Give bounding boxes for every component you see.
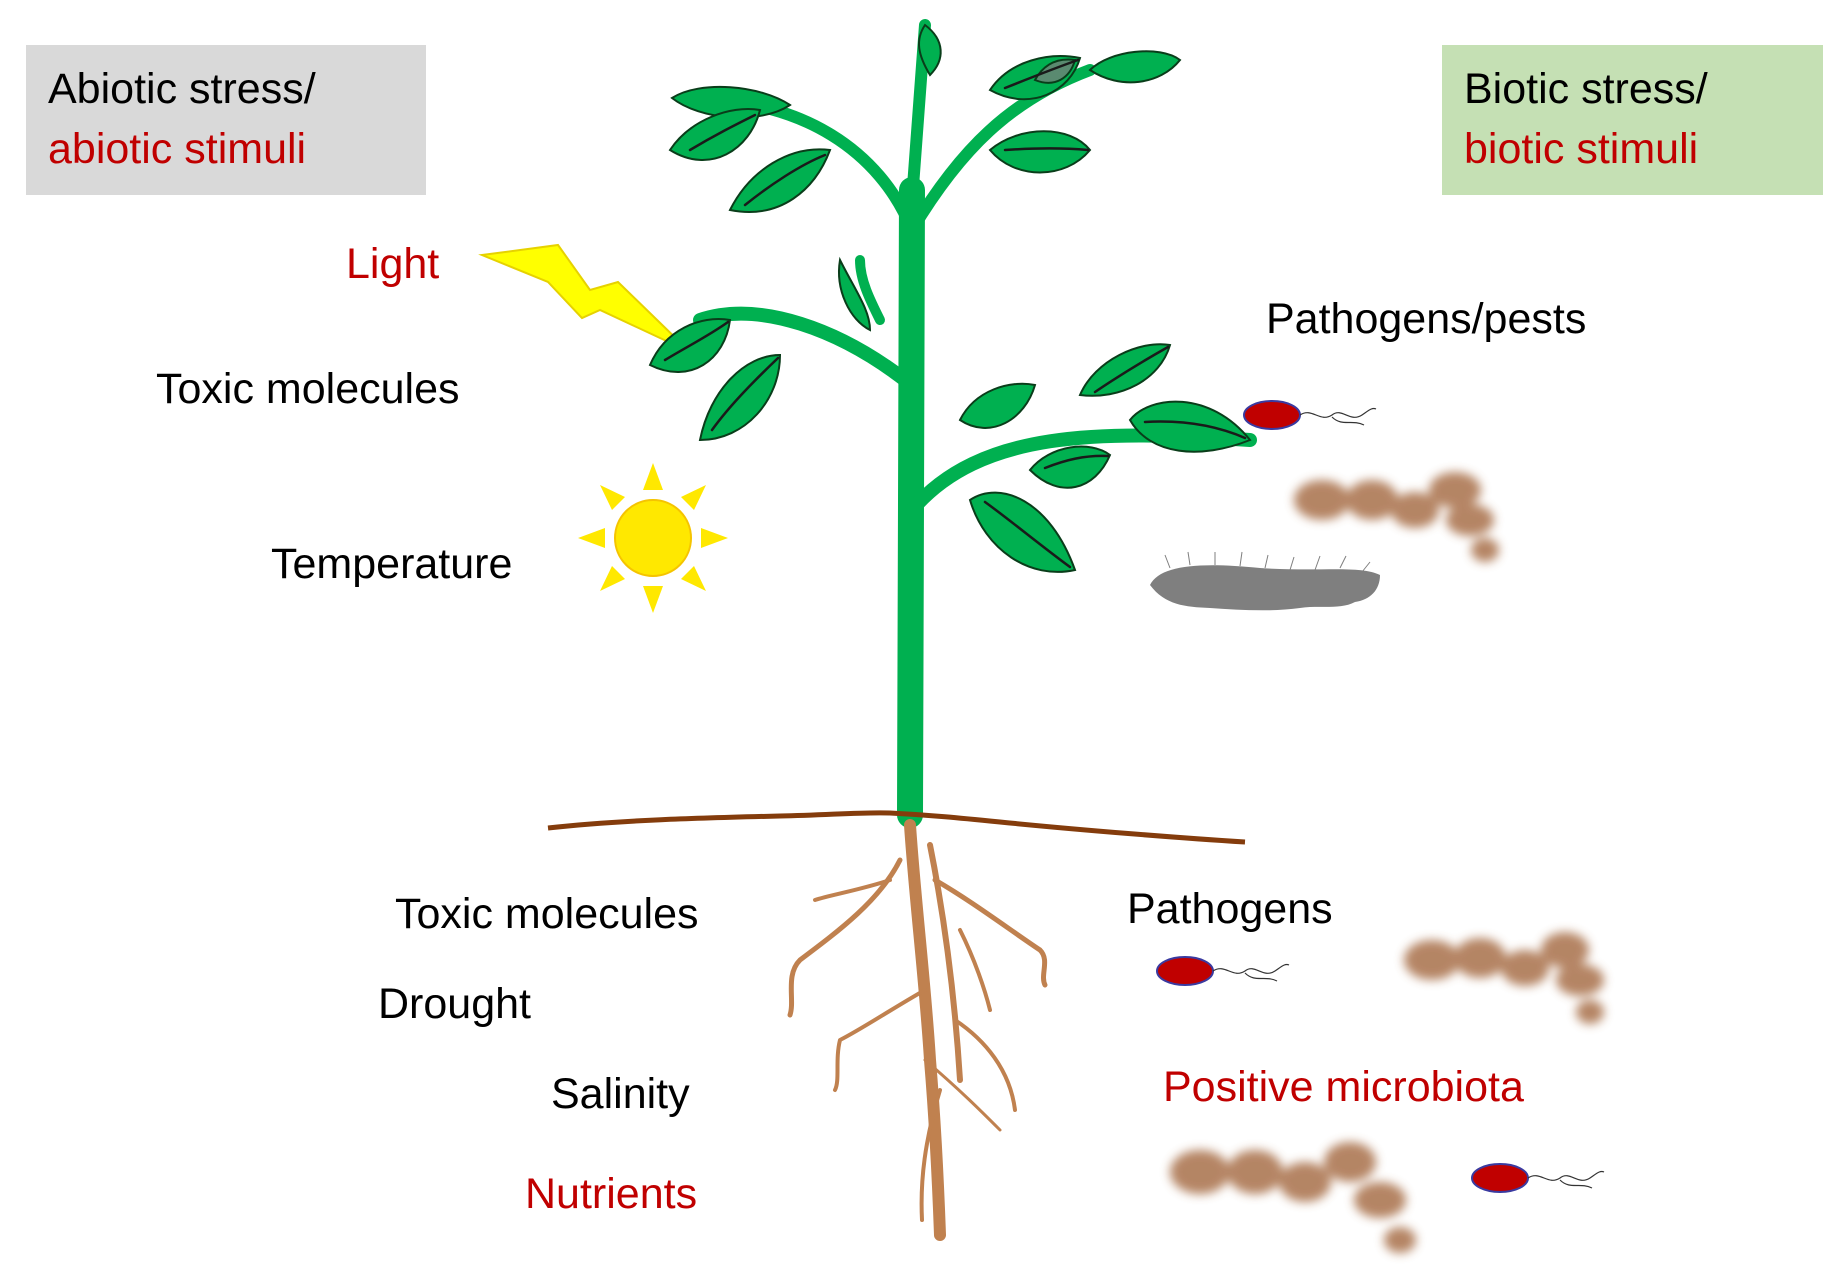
caterpillar-icon: [1150, 551, 1380, 611]
bacterium-icon: [1243, 400, 1377, 430]
toxic-molecules-above-label: Toxic molecules: [156, 365, 460, 413]
abiotic-header-line1: Abiotic stress/: [48, 65, 316, 113]
temperature-label: Temperature: [271, 540, 513, 588]
nutrients-label: Nutrients: [525, 1170, 698, 1218]
toxic-molecules-below-label: Toxic molecules: [395, 890, 699, 938]
sun-icon: [578, 463, 728, 613]
leaf: [958, 382, 1037, 429]
abiotic-header-line2: abiotic stimuli: [48, 125, 307, 174]
salinity-label: Salinity: [551, 1070, 690, 1118]
biotic-header-line1: Biotic stress/: [1464, 65, 1708, 113]
drought-label: Drought: [378, 980, 531, 1028]
light-label: Light: [346, 240, 440, 288]
biotic-stress-header: Biotic stress/ biotic stimuli: [1442, 45, 1823, 195]
soil-line: [547, 810, 1246, 845]
fungal-hyphae-icon: [1170, 1142, 1416, 1253]
leaf: [1028, 445, 1112, 489]
biotic-header-line2: biotic stimuli: [1464, 125, 1699, 174]
pathogens-label: Pathogens: [1127, 885, 1333, 933]
bacterium-icon: [1156, 956, 1290, 986]
bacterium-icon: [1471, 1163, 1605, 1193]
leaf: [1078, 343, 1172, 397]
roots-icon: [787, 819, 1048, 1241]
leaf: [1128, 400, 1252, 453]
positive-microbiota-label: Positive microbiota: [1163, 1063, 1524, 1111]
pathogens-pests-label: Pathogens/pests: [1266, 295, 1587, 343]
fungal-hyphae-icon: [1404, 932, 1604, 1024]
leaf: [988, 130, 1092, 174]
leaf: [838, 256, 872, 332]
fungal-hyphae-icon: [1294, 472, 1499, 562]
lightning-icon: [478, 243, 691, 353]
leaf: [918, 23, 942, 77]
abiotic-stress-header: Abiotic stress/ abiotic stimuli: [26, 45, 426, 195]
leaf: [1088, 50, 1182, 84]
